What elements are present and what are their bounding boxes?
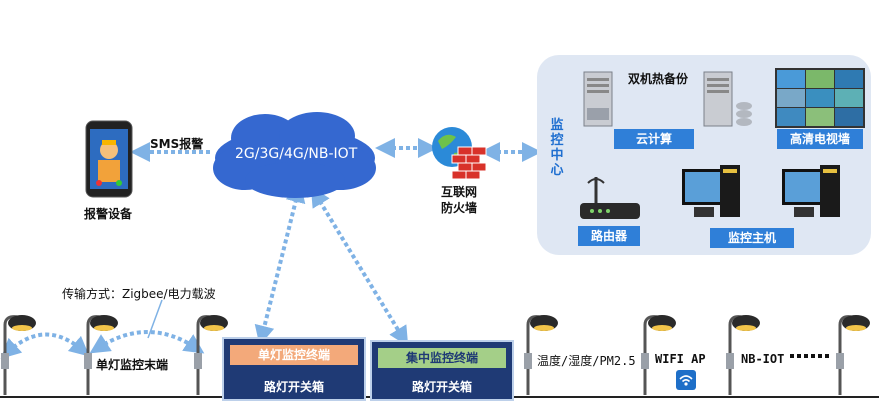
nbiot-label: NB-IOT <box>741 352 785 366</box>
box1-sub: 路灯开关箱 <box>263 380 324 394</box>
alarm-device-label: 报警设备 <box>84 207 133 221</box>
server-icon-right <box>703 71 752 127</box>
tv-wall-icon <box>775 68 865 128</box>
phone-icon <box>85 120 133 198</box>
transmission-pointer <box>147 299 163 339</box>
arc-2 <box>89 330 205 354</box>
switch-box-2: 集中监控终端 路灯开关箱 <box>370 340 514 401</box>
link-cloud-box1 <box>254 182 306 346</box>
server-icon-left <box>583 71 613 127</box>
arc-1 <box>0 332 90 359</box>
street-lamps <box>1 315 870 395</box>
router-tag: 路由器 <box>578 226 640 246</box>
env-sensor-label: 温度/湿度/PM2.5 <box>537 354 636 368</box>
cloud-compute-tag: 云计算 <box>614 129 694 149</box>
wifi-icon <box>676 370 696 390</box>
router-icon <box>580 177 640 219</box>
sms-alarm-label: SMS报警 <box>150 137 204 151</box>
switch-box-1: 单灯监控终端 路灯开关箱 <box>222 337 366 401</box>
monitor-host-icon-right <box>782 165 840 217</box>
firewall-globe-icon <box>432 127 487 180</box>
firewall-line2: 防火墙 <box>441 201 478 215</box>
firewall-line1: 互联网 <box>441 185 478 199</box>
single-lamp-terminal-label: 单灯监控末端 <box>96 358 169 372</box>
monitor-center-title: 监控中心 <box>550 118 564 178</box>
hd-tv-wall-tag: 高清电视墙 <box>777 129 863 149</box>
wifi-ap-label: WIFI AP <box>655 352 706 366</box>
hot-backup-label: 双机热备份 <box>628 72 689 86</box>
monitor-host-tag: 监控主机 <box>710 228 794 248</box>
network-cloud-icon <box>213 112 376 198</box>
box1-title: 单灯监控终端 <box>230 345 358 365</box>
box2-sub: 路灯开关箱 <box>411 380 472 394</box>
transmission-label: 传输方式：Zigbee/电力载波 <box>62 287 216 301</box>
cloud-label: 2G/3G/4G/NB-IOT <box>235 146 358 162</box>
nbiot-dots <box>790 354 829 358</box>
monitor-host-icon-left <box>682 165 740 217</box>
box2-title: 集中监控终端 <box>378 348 506 368</box>
